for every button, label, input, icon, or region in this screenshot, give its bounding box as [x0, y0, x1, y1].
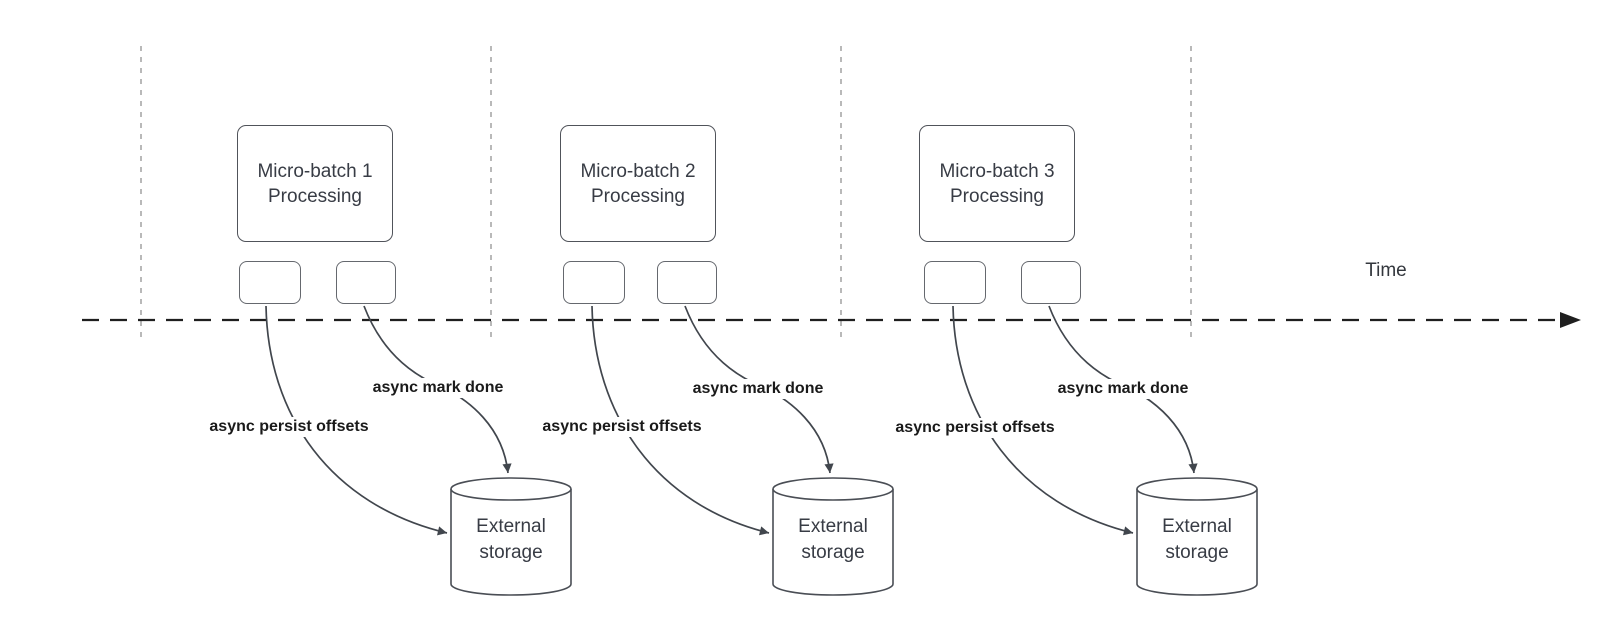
external-storage-label-1: External storage [476, 516, 546, 563]
done-task-box-2 [657, 261, 717, 304]
async-mark-done-label-2: async mark done [689, 379, 827, 399]
offset-task-box-3 [924, 261, 986, 304]
time-axis-arrowhead-icon [1560, 312, 1581, 328]
persist-offsets-arrow-1 [265, 305, 448, 536]
storage-cylinder-2 [772, 477, 894, 596]
persist-offsets-arrow-3 [952, 305, 1134, 536]
async-persist-offsets-label-3: async persist offsets [892, 418, 1058, 438]
persist-offsets-arrow-2 [591, 305, 770, 536]
micro-batch-2-processing-box: Micro-batch 2 Processing [560, 125, 716, 242]
async-mark-done-label-1: async mark done [369, 378, 507, 398]
offset-task-box-1 [239, 261, 301, 304]
storage-cylinder-3 [1136, 477, 1258, 596]
time-axis-label: Time [1365, 260, 1407, 281]
async-persist-offsets-label-2: async persist offsets [539, 417, 705, 437]
external-storage-label-3: External storage [1162, 516, 1232, 563]
micro-batch-1-processing-box: Micro-batch 1 Processing [237, 125, 393, 242]
done-task-box-3 [1021, 261, 1081, 304]
async-mark-done-label-3: async mark done [1054, 379, 1192, 399]
storage-cylinder-1 [450, 477, 572, 596]
done-task-box-1 [336, 261, 396, 304]
external-storage-label-2: External storage [798, 516, 868, 563]
async-persist-offsets-label-1: async persist offsets [206, 417, 372, 437]
micro-batch-3-processing-box: Micro-batch 3 Processing [919, 125, 1075, 242]
offset-task-box-2 [563, 261, 625, 304]
